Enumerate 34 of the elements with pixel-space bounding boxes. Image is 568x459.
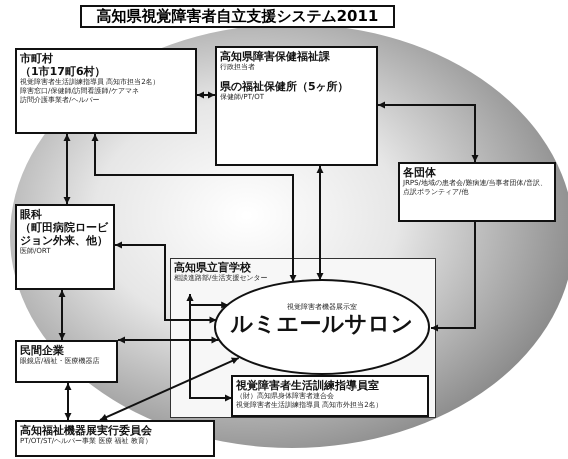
arrow <box>92 134 296 282</box>
arrow <box>64 134 70 204</box>
node-heading: 県の福祉保健所（5ヶ所） <box>220 80 350 93</box>
node-heading: 高知県立盲学校 <box>174 261 252 274</box>
node-heading: （町田病院ロービジョン外来、他） <box>20 221 110 247</box>
node-heading: ルミエールサロン <box>230 312 414 338</box>
arrow <box>378 102 478 162</box>
arrow <box>197 92 215 98</box>
process-box <box>15 340 118 383</box>
arrow <box>58 290 66 340</box>
node-heading: 高知福祉機器展実行委員会 <box>20 424 153 437</box>
process-box <box>215 46 378 166</box>
arrow <box>316 166 324 280</box>
arrow <box>115 242 216 324</box>
node-heading: 高知県障害保健福祉課 <box>220 50 331 63</box>
title: 高知県視覚障害者自立支援システム2011 <box>80 5 395 28</box>
arrow <box>100 357 240 421</box>
process-box <box>15 420 215 457</box>
process-box <box>15 204 115 290</box>
node-heading: 民間企業 <box>20 344 65 357</box>
arrow <box>64 383 72 420</box>
process-box <box>398 162 556 222</box>
node-heading: 各団体 <box>403 166 437 179</box>
node-heading: 視覚障害者生活訓練指導員室 <box>236 379 380 392</box>
arrow <box>186 294 232 402</box>
process-box <box>15 48 197 134</box>
node-heading: （1市17町6村） <box>20 65 107 78</box>
arrow <box>118 336 218 344</box>
salon-ellipse <box>214 279 430 375</box>
arrow <box>431 222 476 332</box>
process-box <box>231 375 429 417</box>
node-heading: 眼科 <box>20 208 43 221</box>
group-box <box>170 258 436 418</box>
node-heading: 市町村 <box>20 52 54 65</box>
